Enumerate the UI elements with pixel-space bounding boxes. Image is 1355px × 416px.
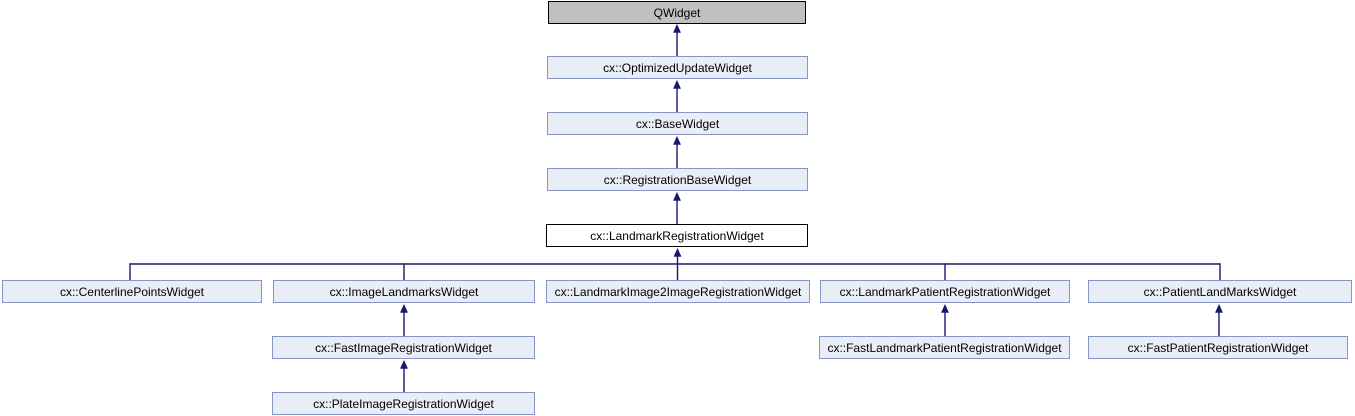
edge-fastimage-to-imagelandmarks — [400, 303, 408, 336]
node-landmarkpatientregistrationwidget[interactable]: cx::LandmarkPatientRegistrationWidget — [820, 280, 1070, 303]
edge-optimizedupdate-to-qwidget — [673, 23, 681, 56]
node-landmarkregistrationwidget: cx::LandmarkRegistrationWidget — [546, 224, 808, 247]
edge-landmarkregistration-to-registrationbase — [673, 191, 681, 224]
node-fastimageregistrationwidget[interactable]: cx::FastImageRegistrationWidget — [272, 336, 535, 359]
node-optimizedupdatewidget[interactable]: cx::OptimizedUpdateWidget — [547, 56, 808, 79]
node-centerlinepointswidget[interactable]: cx::CenterlinePointsWidget — [2, 280, 262, 303]
node-imagelandmarkswidget[interactable]: cx::ImageLandmarksWidget — [273, 280, 535, 303]
node-landmarkimage2imageregistrationwidget[interactable]: cx::LandmarkImage2ImageRegistrationWidge… — [546, 280, 810, 303]
edge-children-bus-to-landmarkregistration — [129, 247, 1221, 280]
node-fastpatientregistrationwidget[interactable]: cx::FastPatientRegistrationWidget — [1088, 336, 1348, 359]
node-basewidget[interactable]: cx::BaseWidget — [547, 112, 808, 135]
node-patientlandmarkswidget[interactable]: cx::PatientLandMarksWidget — [1088, 280, 1352, 303]
node-qwidget: QWidget — [548, 1, 806, 24]
edge-basewidget-to-optimizedupdate — [673, 79, 681, 112]
edge-registrationbase-to-basewidget — [673, 135, 681, 168]
node-plateimageregistrationwidget[interactable]: cx::PlateImageRegistrationWidget — [272, 392, 535, 415]
edge-plateimage-to-fastimage — [400, 359, 408, 392]
edge-fastlandmarkpatient-to-landmarkpatient — [941, 303, 949, 336]
node-registrationbasewidget[interactable]: cx::RegistrationBaseWidget — [547, 168, 808, 191]
edge-fastpatient-to-patientlandmarks — [1215, 303, 1223, 336]
node-fastlandmarkpatientregistrationwidget[interactable]: cx::FastLandmarkPatientRegistrationWidge… — [819, 336, 1070, 359]
